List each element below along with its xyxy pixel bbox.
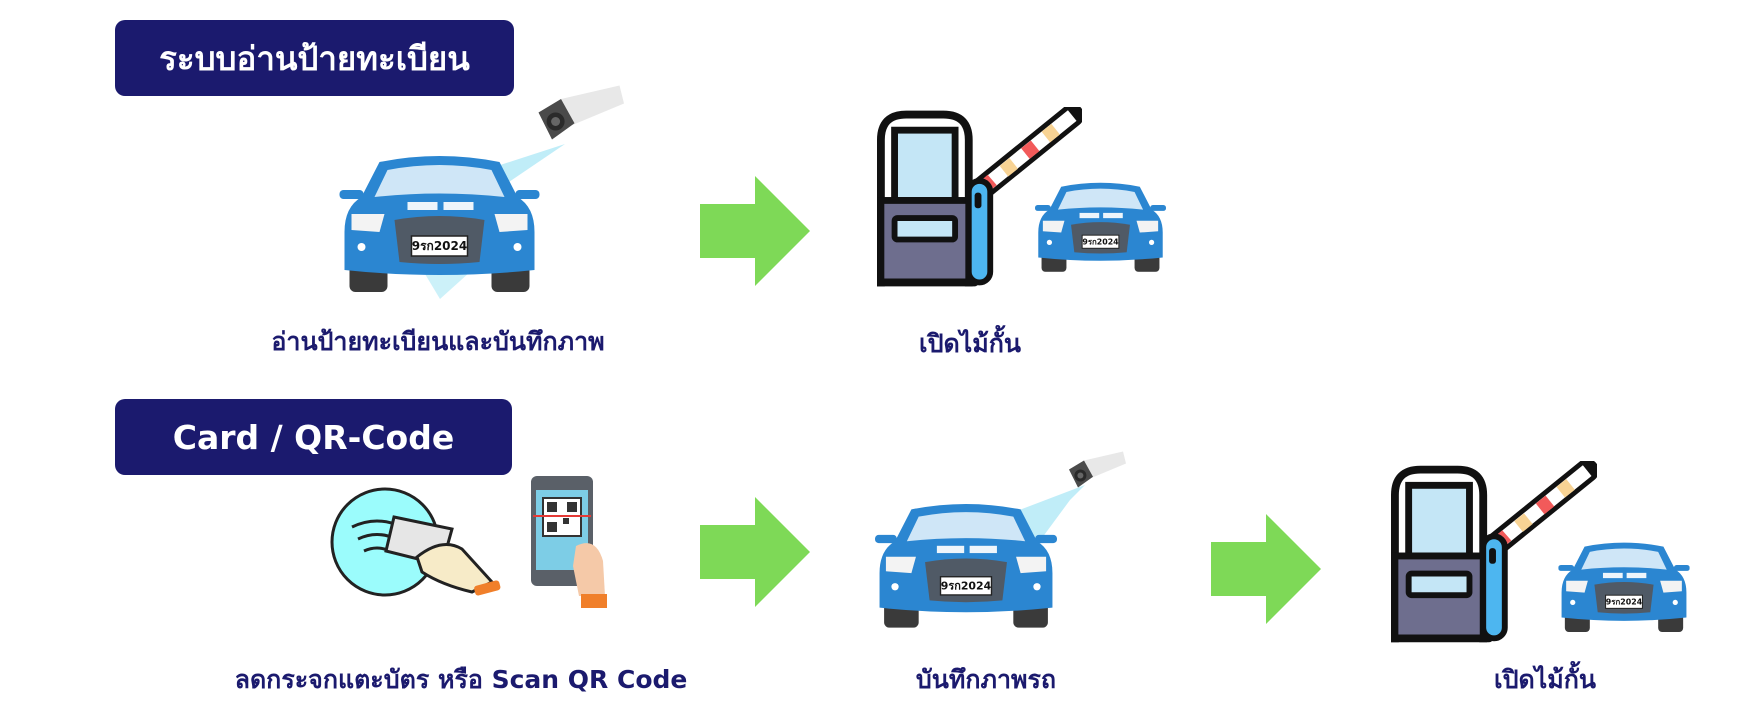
step-label-record-car-image: บันทึกภาพรถ — [915, 665, 1057, 694]
step-label-open-barrier: เปิดไม้กั้น — [1494, 665, 1596, 694]
car-icon: 9รก2024 — [875, 503, 1057, 628]
license-plate-number: 9รก2024 — [412, 239, 467, 253]
cctv-camera-icon — [534, 84, 624, 150]
car-icon: 9รก2024 — [1558, 542, 1690, 632]
step-label-read-plate: อ่านป้ายทะเบียนและบันทึกภาพ — [271, 327, 605, 356]
arrow-right-icon — [700, 497, 810, 607]
card-tap-icon — [330, 487, 501, 597]
license-plate-number: 9รก2024 — [941, 579, 992, 592]
arrow-right-icon — [1211, 514, 1321, 624]
license-plate-number: 9รก2024 — [1606, 597, 1643, 606]
step-label-tap-card-scan-qr: ลดกระจกแตะบัตร หรือ Scan QR Code — [234, 665, 688, 694]
step-label-open-barrier: เปิดไม้กั้น — [919, 329, 1021, 358]
section1-title: ระบบอ่านป้ายทะเบียน — [115, 20, 514, 96]
license-plate-number: 9รก2024 — [1082, 237, 1119, 246]
section2-title: Card / QR-Code — [115, 399, 512, 475]
phone-qr-icon — [531, 476, 607, 608]
car-icon: 9รก2024 — [1035, 182, 1166, 272]
car-icon: 9รก2024 — [339, 155, 540, 292]
arrow-right-icon — [700, 176, 810, 286]
cctv-camera-icon — [1066, 450, 1126, 495]
